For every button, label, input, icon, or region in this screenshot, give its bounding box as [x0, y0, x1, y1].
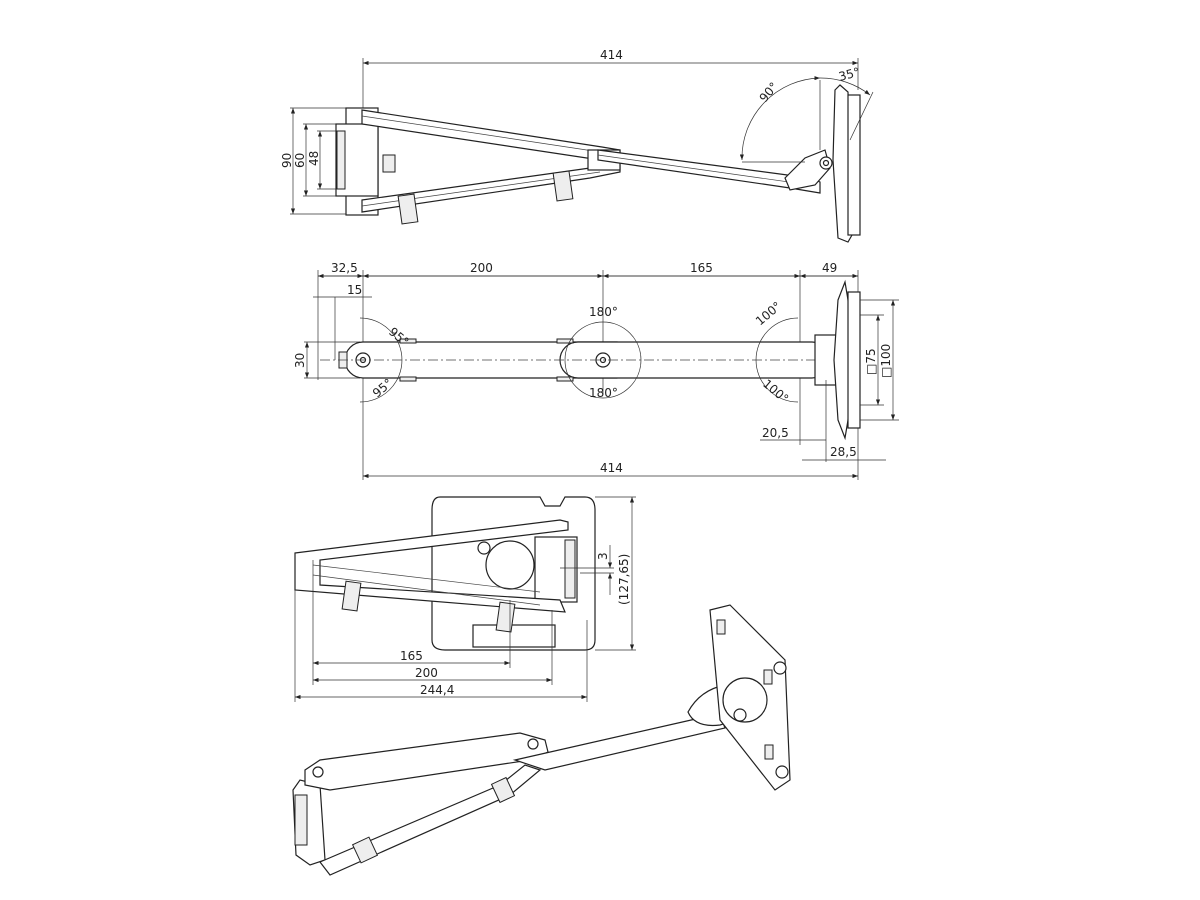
folded-244-4-label: 244,4 — [420, 683, 454, 697]
upper-arm — [361, 109, 621, 161]
vesa-plate-iso — [709, 604, 791, 791]
folded-200-label: 200 — [415, 666, 438, 680]
segment-49-label: 49 — [822, 261, 837, 275]
tilt-90-label: 90° — [757, 80, 781, 105]
vesa-100-label: □100 — [879, 344, 893, 378]
segment-165-label: 165 — [690, 261, 713, 275]
angle-180-bottom-label: 180° — [589, 386, 618, 400]
arm-width-label: 30 — [293, 353, 307, 368]
segment-200-label: 200 — [470, 261, 493, 275]
top-view: 32,5 200 165 49 15 30 95° 95° 180° 180° … — [293, 261, 899, 480]
isometric-view — [292, 604, 791, 876]
angle-180-top-label: 180° — [589, 305, 618, 319]
offset-15-label: 15 — [347, 283, 362, 297]
height-48-label: 48 — [307, 151, 321, 166]
angle-100-top-label: 100° — [753, 299, 784, 328]
offset-20-5-label: 20,5 — [762, 426, 789, 440]
fore-arm — [597, 149, 821, 194]
side-length-label: 414 — [600, 48, 623, 62]
angle-95-bottom-label: 95° — [370, 376, 395, 400]
tilt-35-label: 35° — [837, 65, 861, 84]
height-60-label: 60 — [293, 153, 307, 168]
side-view: 414 90 60 48 90° — [280, 48, 874, 243]
folded-height-label: (127,65) — [617, 554, 631, 605]
angle-100-bottom-label: 100° — [760, 377, 791, 406]
offset-32-5-label: 32,5 — [331, 261, 358, 275]
folded-arms — [294, 519, 569, 613]
folded-view: 165 200 244,4 (127,65) 3 — [294, 496, 636, 702]
vesa-plate — [832, 84, 853, 243]
vesa-75-label: □75 — [864, 348, 878, 375]
height-90-label: 90 — [280, 153, 294, 168]
offset-28-5-label: 28,5 — [830, 445, 857, 459]
folded-165-label: 165 — [400, 649, 423, 663]
top-length-label: 414 — [600, 461, 623, 475]
folded-offset-label: 3 — [596, 552, 610, 560]
